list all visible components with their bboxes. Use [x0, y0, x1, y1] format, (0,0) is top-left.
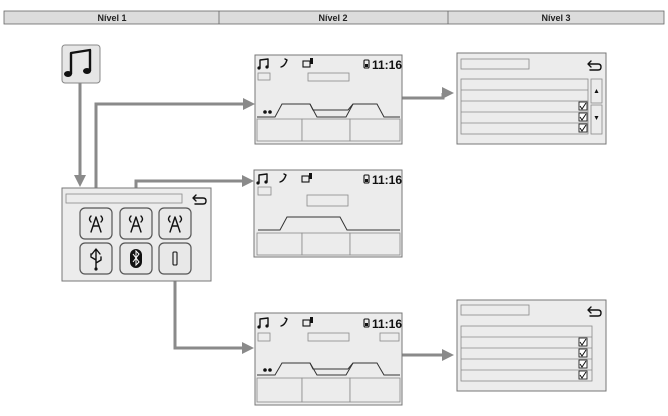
list-item-checkbox[interactable] — [578, 359, 588, 369]
small-field — [257, 72, 271, 81]
chevron-down-icon — [594, 116, 599, 120]
arrowhead — [242, 175, 254, 187]
arrowhead — [442, 87, 454, 99]
arrowhead — [242, 342, 254, 354]
vehicle-info-icon — [302, 58, 313, 68]
level-1-header: Nível 1 — [97, 13, 126, 23]
clock-display: 11:16 — [372, 58, 402, 72]
preset-button[interactable] — [301, 232, 351, 256]
battery-icon — [363, 59, 370, 69]
status-bar: 11:16 — [257, 58, 402, 72]
status-bar: 11:16 — [257, 317, 402, 331]
level2-radio-screen-3: 11:16 — [254, 312, 403, 406]
small-field — [257, 332, 271, 342]
status-bar: 11:16 — [256, 173, 402, 187]
aux-input-icon — [172, 251, 178, 266]
am-radio-antenna-icon — [128, 215, 144, 233]
back-arrow-icon[interactable] — [192, 194, 207, 205]
list-title-field — [460, 58, 530, 70]
source-menu-title-field — [65, 193, 183, 204]
usb-button[interactable] — [79, 242, 113, 275]
preset-button[interactable] — [301, 377, 351, 403]
preset-button[interactable] — [256, 232, 303, 256]
clock-display: 11:16 — [372, 317, 402, 331]
tab-strip — [258, 216, 400, 231]
phone-icon — [279, 173, 287, 183]
list-item-checkbox[interactable] — [578, 101, 588, 111]
tab-strip — [257, 362, 400, 376]
music-note-icon — [257, 58, 269, 70]
preset-dot-icon[interactable] — [263, 110, 272, 114]
usb-icon — [90, 248, 102, 271]
level-2-header: Nível 2 — [318, 13, 347, 23]
station-list — [460, 78, 589, 135]
arrow-fm-to-level2-radio — [94, 102, 244, 204]
scroll-down-button[interactable] — [590, 104, 603, 135]
music-note-icon — [64, 48, 92, 77]
music-note-icon — [256, 173, 268, 185]
station-name-field — [306, 194, 349, 207]
arrowhead — [442, 349, 454, 361]
am-radio-button[interactable] — [119, 207, 153, 240]
station-list — [460, 325, 593, 382]
small-field — [257, 186, 272, 196]
scroll-up-button[interactable] — [590, 78, 603, 104]
level3-list-screen-2 — [456, 299, 607, 392]
list-item-checkbox[interactable] — [578, 112, 588, 122]
phone-icon — [280, 317, 288, 327]
preset-button[interactable] — [349, 232, 401, 256]
vehicle-info-icon — [302, 317, 313, 327]
vehicle-info-icon — [301, 173, 312, 183]
music-note-icon — [257, 317, 269, 329]
fm-radio-button[interactable] — [79, 207, 113, 240]
list-item-checkbox[interactable] — [578, 123, 588, 133]
tab-strip — [309, 103, 354, 111]
preset-button[interactable] — [256, 118, 303, 142]
header-background — [3, 10, 665, 25]
list-item-checkbox[interactable] — [578, 370, 588, 380]
tab-strip — [257, 103, 400, 118]
battery-icon — [363, 318, 370, 328]
list-title-field — [460, 304, 530, 316]
bluetooth-icon — [130, 249, 142, 268]
preset-button[interactable] — [256, 377, 303, 403]
fm-radio-antenna-icon — [88, 215, 104, 233]
tab-strip — [309, 362, 354, 370]
arrowhead — [74, 175, 86, 187]
back-arrow-icon[interactable] — [587, 306, 602, 317]
dab-radio-antenna-icon — [167, 215, 183, 233]
small-field — [379, 332, 400, 342]
chevron-up-icon — [594, 89, 599, 93]
level2-radio-screen-1: 11:16 — [254, 54, 403, 145]
bluetooth-button[interactable] — [119, 242, 153, 275]
level2-radio-screen-2: 11:16 — [253, 169, 403, 258]
station-name-field — [307, 72, 350, 82]
preset-button[interactable] — [349, 377, 401, 403]
back-arrow-icon[interactable] — [587, 60, 602, 71]
preset-button[interactable] — [301, 118, 351, 142]
dab-radio-button[interactable] — [158, 207, 192, 240]
source-menu-screen — [61, 187, 212, 282]
clock-display: 11:16 — [372, 173, 402, 187]
battery-icon — [363, 174, 370, 184]
level-header-row: Nível 1 Nível 2 Nível 3 — [3, 10, 665, 25]
arrowhead — [243, 98, 255, 110]
level-3-header: Nível 3 — [541, 13, 570, 23]
station-name-field — [307, 332, 350, 342]
preset-button[interactable] — [349, 118, 401, 142]
music-main-button[interactable] — [61, 44, 101, 84]
phone-icon — [280, 58, 288, 68]
preset-dot-icon[interactable] — [263, 368, 272, 372]
list-item-checkbox[interactable] — [578, 348, 588, 358]
level3-list-screen-1 — [456, 52, 607, 145]
list-item-checkbox[interactable] — [578, 337, 588, 347]
aux-input-button[interactable] — [158, 242, 192, 275]
